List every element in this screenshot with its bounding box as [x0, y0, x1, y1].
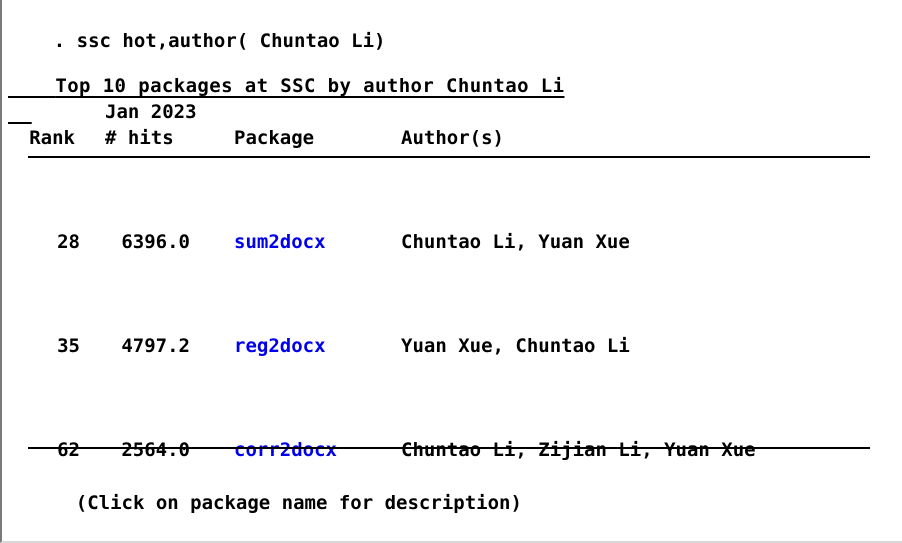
table-bottom-rule [28, 447, 870, 449]
title-text: Top 10 packages at SSC by author Chuntao… [55, 75, 565, 97]
hits-cell: 6396.0 [121, 231, 190, 253]
package-link[interactable]: reg2docx [234, 335, 326, 357]
hits-cell: 4797.2 [121, 335, 190, 357]
hits-cell: 2564.0 [121, 439, 190, 461]
command-text: . ssc hot,author( Chuntao Li) [53, 30, 386, 52]
header-package: Package [234, 127, 315, 149]
rank-cell: 35 [57, 335, 80, 357]
header-authors: Author(s) [401, 127, 504, 149]
table-body: 28 6396.0 sum2docx Chuntao Li, Yuan Xue … [8, 177, 902, 541]
footnote-text: (Click on package name for description) [75, 492, 522, 514]
authors-cell: Chuntao Li, Yuan Xue [401, 231, 630, 253]
page-title: Top 10 packages at SSC by author Chuntao… [8, 47, 902, 125]
rank-cell: 62 [57, 439, 80, 461]
table-row: 28 6396.0 sum2docx Chuntao Li, Yuan Xue [8, 229, 902, 255]
command-line: . ssc hot,author( Chuntao Li) [8, 2, 902, 80]
rank-cell: 28 [57, 231, 80, 253]
authors-cell: Yuan Xue, Chuntao Li [401, 335, 630, 357]
table-header-row: Rank # hits Package Author(s) [8, 125, 902, 151]
footnote: (Click on package name for description) [30, 464, 902, 541]
authors-cell: Chuntao Li, Zijian Li, Yuan Xue [401, 439, 756, 461]
command-prompt: . [8, 514, 902, 541]
package-link[interactable]: sum2docx [234, 231, 326, 253]
header-rank: Rank [29, 127, 75, 149]
period-label: Jan 2023 [105, 101, 197, 123]
table-period-row: Jan 2023 [8, 99, 902, 125]
package-link[interactable]: corr2docx [234, 439, 337, 461]
table-top-rule [28, 156, 870, 158]
table-row: 62 2564.0 corr2docx Chuntao Li, Zijian L… [8, 437, 902, 463]
table-row: 35 4797.2 reg2docx Yuan Xue, Chuntao Li [8, 333, 902, 359]
header-hits: # hits [105, 127, 174, 149]
